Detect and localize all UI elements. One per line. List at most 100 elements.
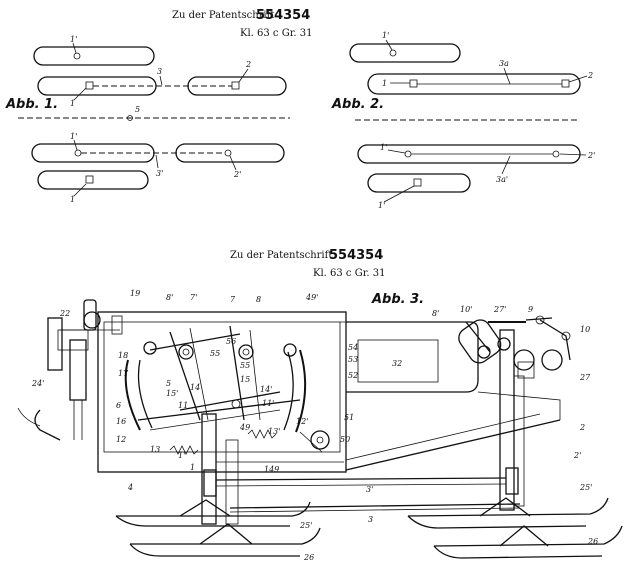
strut-front <box>201 413 217 525</box>
label: 12' <box>296 417 308 426</box>
label: 2 <box>587 71 593 80</box>
header-top-prefix: Zu der Patentschrift <box>172 10 274 21</box>
label: 24' <box>31 379 44 388</box>
label: 7 <box>230 295 236 304</box>
label: 3a' <box>496 175 508 184</box>
ski-slot <box>37 170 149 190</box>
header-mid-prefix: Zu der Patentschrift <box>230 250 332 261</box>
ski-slot-long <box>367 73 581 95</box>
figure-1: Abb. 1. 1' 1 3 2 5 1' 3' 2' 1 <box>5 35 290 204</box>
label: 49' <box>305 293 318 302</box>
label: 1' <box>382 31 389 40</box>
label: 17 <box>118 369 129 378</box>
ski-26-rear <box>433 525 623 547</box>
label: 22 <box>59 309 70 318</box>
label: 55 <box>210 349 220 358</box>
label: 7' <box>190 293 197 302</box>
label: 10' <box>460 305 472 314</box>
label: 19 <box>130 289 140 298</box>
label: 6 <box>116 401 121 410</box>
ski-slot <box>33 46 155 66</box>
figure-3: Abb. 3. <box>17 289 623 562</box>
rod-3-prime <box>215 477 507 481</box>
label: 3' <box>366 485 373 494</box>
label: 1' <box>70 35 77 44</box>
label: 16 <box>116 417 126 426</box>
header-top-number: 554354 <box>256 8 310 23</box>
label: 26 <box>303 553 314 562</box>
header-mid-class: Kl. 63 c Gr. 31 <box>313 268 385 279</box>
label: 8' <box>432 309 439 318</box>
label: 53 <box>348 355 358 364</box>
label: 149 <box>264 465 279 474</box>
figure-2: Abb. 2. 1' 3a 1 2 1' 2' 3a' 1' <box>331 31 595 210</box>
label: 18 <box>118 351 128 360</box>
label: 1' <box>70 132 77 141</box>
strut-rear <box>499 329 515 511</box>
label: 11 <box>178 401 188 410</box>
guide-left <box>124 359 141 431</box>
header-top-class: Kl. 63 c Gr. 31 <box>240 28 312 39</box>
label: 25' <box>299 521 312 530</box>
label: 49 <box>239 423 250 432</box>
handwheel <box>83 311 101 329</box>
label: 12 <box>116 435 126 444</box>
label: 14 <box>190 383 200 392</box>
label: 1 <box>190 463 195 472</box>
label: 2' <box>233 170 241 179</box>
ski-slot <box>367 173 471 193</box>
label: 3 <box>157 67 162 76</box>
label: 1 <box>382 79 387 88</box>
ski-25-prime-rear <box>407 497 609 517</box>
label: 15 <box>240 375 250 384</box>
label: 1' <box>178 451 185 460</box>
label: 14' <box>260 385 272 394</box>
ski-slot-long <box>357 144 581 164</box>
ski-26-front <box>130 527 321 545</box>
label: 2 <box>245 60 251 69</box>
label: 2 <box>579 423 585 432</box>
label: 54 <box>348 343 358 352</box>
label: 56 <box>226 337 236 346</box>
label: 5 <box>166 379 171 388</box>
pulley-50 <box>310 430 330 450</box>
spring <box>169 445 199 455</box>
label: 11' <box>262 399 274 408</box>
label: 2' <box>573 451 581 460</box>
spring <box>247 429 277 439</box>
label: 55 <box>240 361 250 370</box>
label: 2' <box>587 151 595 160</box>
label: 15' <box>166 389 178 398</box>
label: 3 <box>368 515 373 524</box>
label: 26 <box>587 537 598 546</box>
mechanism-frame <box>97 311 347 473</box>
figure-2-label: Abb. 2. <box>331 97 384 112</box>
label: 3a <box>499 59 509 68</box>
header-mid-number: 554354 <box>329 248 383 263</box>
seat-housing <box>346 321 479 393</box>
label: 1 <box>70 99 75 108</box>
label: 10 <box>580 325 590 334</box>
label: 1' <box>378 201 385 210</box>
ski-25-prime-front <box>116 501 311 517</box>
rod-3 <box>229 503 521 509</box>
label: 1 <box>70 195 75 204</box>
label: 25' <box>579 483 592 492</box>
label: 27' <box>493 305 506 314</box>
label: 51 <box>344 413 354 422</box>
label: 5 <box>135 105 140 114</box>
label: 9 <box>528 305 533 314</box>
label: 13 <box>150 445 160 454</box>
figure-1-label: Abb. 1. <box>5 97 58 112</box>
label: 8 <box>256 295 261 304</box>
label: 32 <box>392 359 402 368</box>
label: 1' <box>380 143 387 152</box>
label: 13' <box>268 427 280 436</box>
label: 8' <box>166 293 173 302</box>
label: 50 <box>340 435 350 444</box>
label: 52 <box>348 371 358 380</box>
ski-slot <box>349 43 461 63</box>
label: 27 <box>579 373 591 382</box>
